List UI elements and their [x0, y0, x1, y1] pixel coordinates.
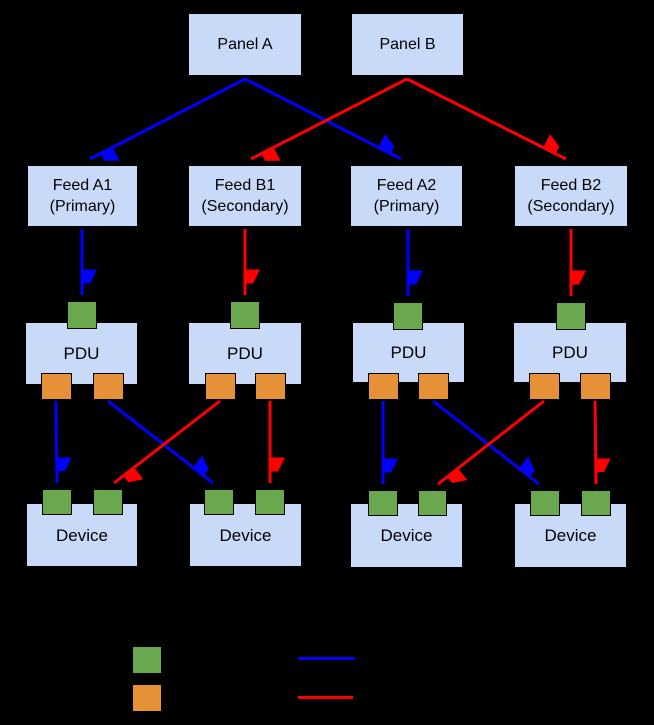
edge-pdu-1-out-a-to-device-1: [54, 400, 57, 484]
device-1-label: Device: [56, 525, 108, 545]
device-2-input-port-b: [255, 489, 285, 515]
edge-panel-a-to-feed-a2: [244, 77, 402, 161]
pdu-3-output-port-b: [418, 373, 449, 400]
pdu-4-box: PDU: [513, 322, 627, 383]
panel-a-box: Panel A: [188, 13, 302, 76]
pdu-1-output-port-a: [41, 373, 72, 400]
pdu-2-output-port-b: [255, 373, 286, 400]
pdu-4-output-port-a: [529, 373, 560, 400]
feed-a2-name: Feed A2: [376, 177, 437, 194]
feed-b2-box: Feed B2 (Secondary): [514, 165, 628, 227]
pdu-4-output-port-b: [580, 373, 611, 400]
feed-b1-name: Feed B1: [214, 177, 276, 194]
panel-b-box: Panel B: [351, 13, 464, 76]
pdu-1-input-port: [67, 301, 97, 329]
device-4-input-port-b: [581, 490, 611, 516]
device-3-label: Device: [380, 526, 433, 545]
edge-pdu-3-out-b-to-device-4: [432, 399, 540, 486]
pdu-4-label: PDU: [552, 343, 588, 362]
pdu-3-input-port: [393, 302, 423, 330]
feed-a2-box: Feed A2 (Primary): [350, 165, 463, 227]
panel-b-label: Panel B: [379, 36, 436, 53]
device-4-label: Device: [544, 526, 597, 545]
edge-panel-b-to-feed-b1: [250, 77, 408, 159]
edge-pdu-4-out-b-to-device-4: [593, 400, 596, 485]
pdu-4-input-port: [556, 302, 586, 330]
feed-b2-role: (Secondary): [527, 198, 615, 215]
pdu-3-output-port-a: [368, 373, 399, 400]
pdu-2-input-port: [230, 301, 260, 329]
pdu-3-label: PDU: [390, 343, 427, 362]
panel-a-label: Panel A: [217, 36, 273, 53]
legend-orange-output-port-swatch: [132, 684, 162, 712]
legend-blue-primary-path-line: [298, 657, 355, 660]
edge-panel-b-to-feed-b2: [406, 77, 567, 161]
device-3-input-port-b: [418, 490, 447, 516]
feed-a2-role: (Primary): [373, 198, 440, 215]
device-1-input-port-b: [93, 489, 123, 515]
edge-panel-a-to-feed-a1: [89, 77, 246, 159]
device-2-input-port-a: [204, 489, 234, 515]
feed-a1-role: (Primary): [49, 198, 116, 215]
feed-a1-box: Feed A1 (Primary): [27, 165, 138, 227]
legend-green-input-port-swatch: [132, 646, 162, 674]
device-2-label: Device: [219, 525, 272, 545]
feed-b1-role: (Secondary): [201, 198, 289, 215]
edge-pdu-4-out-a-to-device-3: [437, 399, 545, 484]
device-4-input-port-a: [530, 490, 560, 516]
edge-pdu-2-out-a-to-device-1: [113, 399, 221, 483]
pdu-2-output-port-a: [205, 373, 236, 400]
device-3-input-port-a: [368, 490, 398, 516]
pdu-1-output-port-b: [93, 373, 124, 400]
edge-pdu-1-out-b-to-device-2: [107, 399, 214, 485]
device-1-input-port-a: [42, 489, 72, 515]
feed-b2-name: Feed B2: [540, 177, 602, 194]
pdu-1-label: PDU: [63, 344, 100, 363]
feed-a1-name: Feed A1: [52, 177, 113, 194]
pdu-3-box: PDU: [352, 322, 465, 383]
pdu-2-label: PDU: [227, 344, 263, 363]
feed-b1-box: Feed B1 (Secondary): [188, 165, 302, 227]
legend-red-secondary-path-line: [298, 696, 353, 699]
